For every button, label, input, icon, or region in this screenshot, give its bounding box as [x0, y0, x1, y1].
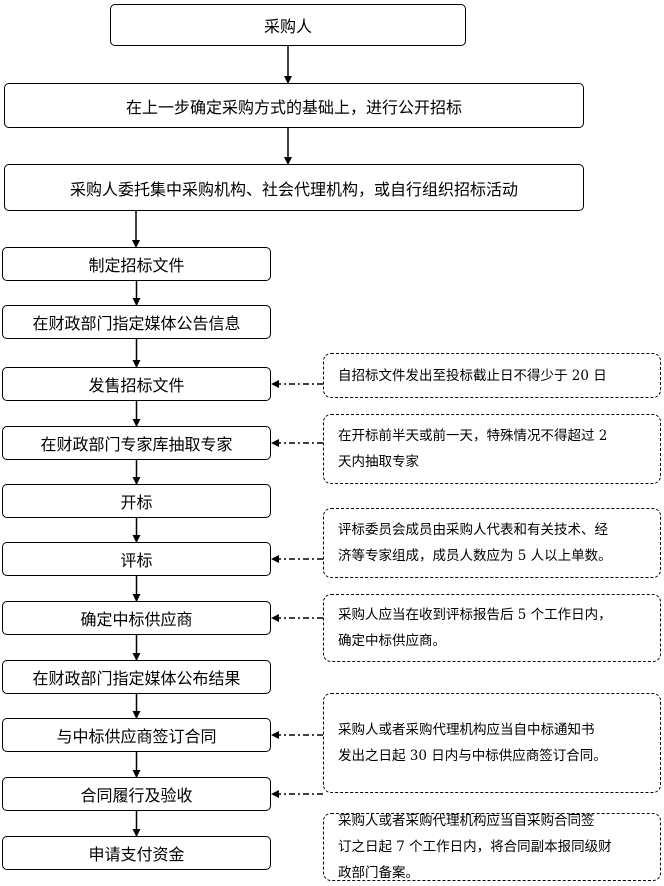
step-sell-documents: 发售招标文件 [2, 367, 271, 401]
note-line: 确定中标供应商。 [338, 633, 446, 649]
step-entrust-agency: 采购人委托集中采购机构、社会代理机构，或自行组织招标活动 [4, 164, 584, 211]
step-determine-winner: 确定中标供应商 [2, 601, 271, 635]
step-purchaser: 采购人 [110, 4, 466, 46]
note-line: 济等专家组成，成员人数应为 5 人以上单数。 [338, 548, 612, 564]
note-document-sale-period: 自招标文件发出至投标截止日不得少于 20 日 [323, 353, 661, 398]
note-line: 评标委员会成员由采购人代表和有关技术、经 [338, 522, 608, 538]
note-line: 采购人应当在收到评标报告后 5 个工作日内， [338, 607, 612, 623]
step-select-experts: 在财政部门专家库抽取专家 [2, 426, 271, 460]
note-expert-selection-time: 在开标前半天或前一天，特殊情况不得超过 2 天内抽取专家 [323, 414, 661, 484]
step-bid-evaluation: 评标 [2, 542, 271, 576]
note-line: 采购人或者采购代理机构应当自中标通知书 [338, 722, 595, 738]
note-line: 订之日起 7 个工作日内，将合同副本报同级财 [338, 839, 612, 855]
note-line: 采购人或者采购代理机构应当自采购合同签 [338, 813, 595, 829]
note-winner-deadline: 采购人应当在收到评标报告后 5 个工作日内， 确定中标供应商。 [323, 594, 661, 662]
note-line: 政部门备案。 [338, 865, 419, 881]
step-sign-contract: 与中标供应商签订合同 [2, 718, 271, 752]
step-publish-result: 在财政部门指定媒体公布结果 [2, 660, 271, 694]
note-contract-signing-deadline: 采购人或者采购代理机构应当自中标通知书 发出之日起 30 日内与中标供应商签订合… [323, 693, 661, 793]
note-line: 在开标前半天或前一天，特殊情况不得超过 2 [338, 428, 608, 444]
step-public-tender: 在上一步确定采购方式的基础上，进行公开招标 [4, 83, 584, 128]
note-evaluation-committee: 评标委员会成员由采购人代表和有关技术、经 济等专家组成，成员人数应为 5 人以上… [323, 508, 661, 578]
note-line: 天内抽取专家 [338, 454, 419, 470]
step-bid-opening: 开标 [2, 484, 271, 518]
note-line: 自招标文件发出至投标截止日不得少于 20 日 [338, 367, 607, 384]
step-request-payment: 申请支付资金 [2, 836, 271, 870]
step-performance-acceptance: 合同履行及验收 [2, 777, 271, 811]
step-publish-announcement: 在财政部门指定媒体公告信息 [2, 305, 271, 339]
note-line: 发出之日起 30 日内与中标供应商签订合同。 [338, 748, 607, 764]
step-prepare-documents: 制定招标文件 [2, 247, 271, 281]
note-contract-filing: 采购人或者采购代理机构应当自采购合同签 订之日起 7 个工作日内，将合同副本报同… [323, 813, 661, 881]
